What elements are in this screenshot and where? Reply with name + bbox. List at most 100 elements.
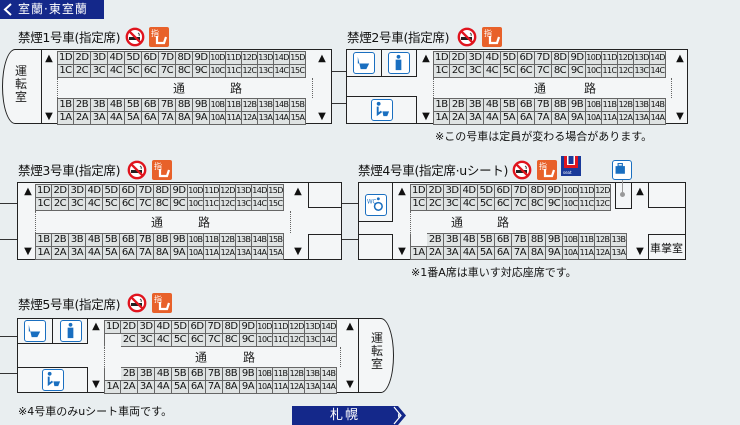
- seat-3A[interactable]: 3A: [91, 111, 108, 125]
- seat-9B[interactable]: 9B: [240, 367, 257, 381]
- seat-10C[interactable]: 10C: [257, 333, 273, 347]
- seat-12A[interactable]: 12A: [289, 380, 305, 394]
- seat-4B[interactable]: 4B: [484, 98, 501, 112]
- seat-13C[interactable]: 13C: [258, 64, 274, 78]
- seat-5A[interactable]: 5A: [478, 246, 495, 260]
- seat-8D[interactable]: 8D: [176, 51, 193, 65]
- seat-2C[interactable]: 2C: [74, 64, 91, 78]
- seat-5C[interactable]: 5C: [478, 197, 495, 211]
- seat-6A[interactable]: 6A: [142, 111, 159, 125]
- seat-8C[interactable]: 8C: [529, 197, 546, 211]
- seat-6B[interactable]: 6B: [495, 233, 512, 247]
- seat-9D[interactable]: 9D: [240, 320, 257, 334]
- seat-4B[interactable]: 4B: [86, 233, 103, 247]
- seat-9C[interactable]: 9C: [569, 64, 586, 78]
- seat-9A[interactable]: 9A: [569, 111, 586, 125]
- seat-1D[interactable]: 1D: [57, 51, 74, 65]
- seat-12C[interactable]: 12C: [618, 64, 634, 78]
- seat-2C[interactable]: 2C: [121, 333, 138, 347]
- seat-14D[interactable]: 14D: [274, 51, 290, 65]
- seat-2B[interactable]: 2B: [74, 98, 91, 112]
- seat-4A[interactable]: 4A: [461, 246, 478, 260]
- seat-14C[interactable]: 14C: [650, 64, 666, 78]
- seat-6B[interactable]: 6B: [189, 367, 206, 381]
- seat-13D[interactable]: 13D: [236, 184, 252, 198]
- seat-11B[interactable]: 11B: [226, 98, 242, 112]
- seat-12D[interactable]: 12D: [618, 51, 634, 65]
- seat-4D[interactable]: 4D: [155, 320, 172, 334]
- seat-12B[interactable]: 12B: [242, 98, 258, 112]
- seat-1C[interactable]: 1C: [410, 197, 427, 211]
- seat-2A[interactable]: 2A: [52, 246, 69, 260]
- seat-7C[interactable]: 7C: [512, 197, 529, 211]
- seat-8A[interactable]: 8A: [154, 246, 171, 260]
- seat-12C[interactable]: 12C: [289, 333, 305, 347]
- seat-7B[interactable]: 7B: [206, 367, 223, 381]
- seat-12B[interactable]: 12B: [618, 98, 634, 112]
- seat-1C[interactable]: 1C: [35, 197, 52, 211]
- seat-1A[interactable]: 1A: [433, 111, 450, 125]
- seat-2B[interactable]: 2B: [121, 367, 138, 381]
- seat-5B[interactable]: 5B: [172, 367, 189, 381]
- seat-7B[interactable]: 7B: [512, 233, 529, 247]
- seat-10D[interactable]: 10D: [257, 320, 273, 334]
- seat-15C[interactable]: 15C: [290, 64, 306, 78]
- seat-12C[interactable]: 12C: [242, 64, 258, 78]
- seat-2B[interactable]: 2B: [450, 98, 467, 112]
- seat-5A[interactable]: 5A: [501, 111, 518, 125]
- seat-10D[interactable]: 10D: [586, 51, 602, 65]
- seat-8D[interactable]: 8D: [529, 184, 546, 198]
- seat-9C[interactable]: 9C: [546, 197, 563, 211]
- seat-7C[interactable]: 7C: [206, 333, 223, 347]
- seat-13C[interactable]: 13C: [634, 64, 650, 78]
- seat-13A[interactable]: 13A: [305, 380, 321, 394]
- seat-6A[interactable]: 6A: [495, 246, 512, 260]
- seat-11B[interactable]: 11B: [204, 233, 220, 247]
- seat-6D[interactable]: 6D: [142, 51, 159, 65]
- seat-8C[interactable]: 8C: [154, 197, 171, 211]
- seat-4D[interactable]: 4D: [108, 51, 125, 65]
- seat-3C[interactable]: 3C: [91, 64, 108, 78]
- seat-11D[interactable]: 11D: [226, 51, 242, 65]
- seat-10B[interactable]: 10B: [210, 98, 226, 112]
- seat-6C[interactable]: 6C: [142, 64, 159, 78]
- seat-2D[interactable]: 2D: [52, 184, 69, 198]
- seat-13C[interactable]: 13C: [305, 333, 321, 347]
- seat-14D[interactable]: 14D: [252, 184, 268, 198]
- seat-11B[interactable]: 11B: [602, 98, 618, 112]
- seat-7B[interactable]: 7B: [159, 98, 176, 112]
- seat-11C[interactable]: 11C: [226, 64, 242, 78]
- seat-14A[interactable]: 14A: [252, 246, 268, 260]
- seat-6D[interactable]: 6D: [518, 51, 535, 65]
- seat-10B[interactable]: 10B: [586, 98, 602, 112]
- seat-3A[interactable]: 3A: [467, 111, 484, 125]
- seat-8A[interactable]: 8A: [176, 111, 193, 125]
- seat-3A[interactable]: 3A: [444, 246, 461, 260]
- seat-6A[interactable]: 6A: [189, 380, 206, 394]
- seat-5A[interactable]: 5A: [125, 111, 142, 125]
- seat-15D[interactable]: 15D: [268, 184, 284, 198]
- seat-12D[interactable]: 12D: [220, 184, 236, 198]
- seat-9D[interactable]: 9D: [546, 184, 563, 198]
- seat-3B[interactable]: 3B: [91, 98, 108, 112]
- seat-13B[interactable]: 13B: [611, 233, 627, 247]
- seat-6C[interactable]: 6C: [120, 197, 137, 211]
- seat-14D[interactable]: 14D: [321, 320, 337, 334]
- seat-1C[interactable]: 1C: [433, 64, 450, 78]
- seat-12D[interactable]: 12D: [242, 51, 258, 65]
- seat-1B[interactable]: 1B: [433, 98, 450, 112]
- seat-12A[interactable]: 12A: [618, 111, 634, 125]
- seat-5B[interactable]: 5B: [103, 233, 120, 247]
- seat-7A[interactable]: 7A: [137, 246, 154, 260]
- seat-3C[interactable]: 3C: [69, 197, 86, 211]
- seat-3D[interactable]: 3D: [138, 320, 155, 334]
- seat-13B[interactable]: 13B: [305, 367, 321, 381]
- seat-5D[interactable]: 5D: [125, 51, 142, 65]
- seat-13D[interactable]: 13D: [305, 320, 321, 334]
- seat-7D[interactable]: 7D: [137, 184, 154, 198]
- seat-12A[interactable]: 12A: [242, 111, 258, 125]
- seat-11A[interactable]: 11A: [602, 111, 618, 125]
- seat-5D[interactable]: 5D: [172, 320, 189, 334]
- seat-5B[interactable]: 5B: [501, 98, 518, 112]
- seat-5A[interactable]: 5A: [103, 246, 120, 260]
